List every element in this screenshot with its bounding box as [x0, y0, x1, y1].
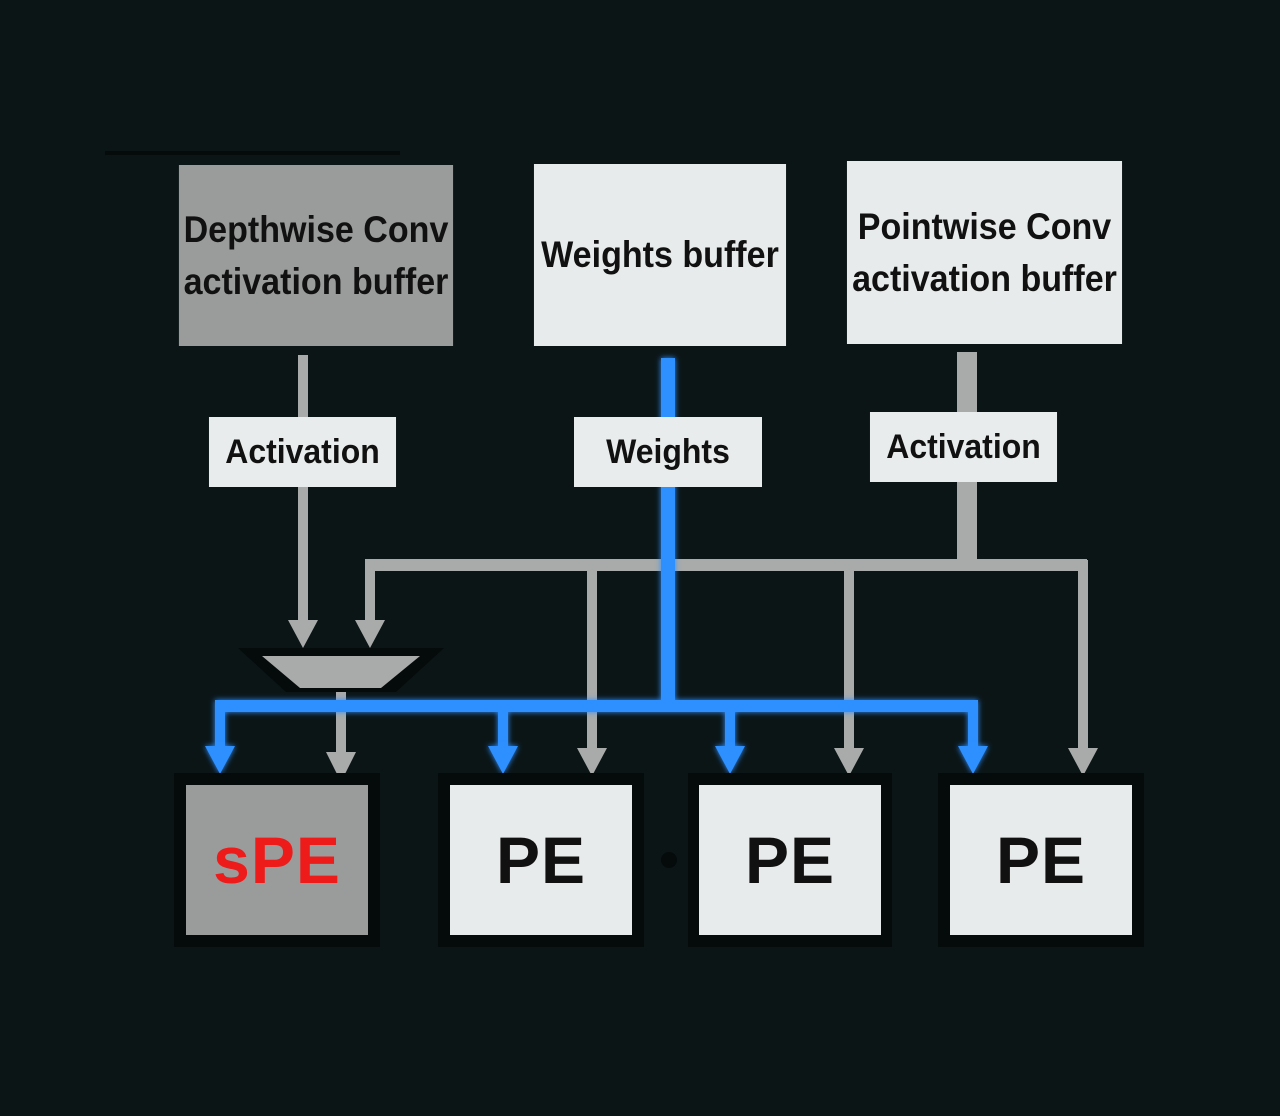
weights-buffer: Weights buffer: [533, 164, 787, 346]
pointwise-buffer-line1: Pointwise Conv: [857, 205, 1112, 247]
pe-box-1: PE: [450, 785, 632, 935]
label-right-activation: Activation: [869, 412, 1058, 482]
depthwise-buffer-line1: Depthwise Conv: [183, 208, 449, 250]
blue-arrowheads: [205, 746, 988, 774]
arrowhead-mux-a: [288, 620, 318, 648]
gray-arrowheads: [288, 620, 1098, 782]
arrowhead-pe1-gray: [577, 748, 607, 776]
arrowhead-spe-gray: [326, 752, 356, 782]
arrowhead-pe2-blue: [715, 746, 745, 774]
mux: [262, 656, 420, 688]
spe-box: sPE: [186, 785, 368, 935]
label-weights: Weights: [574, 417, 762, 487]
arrowhead-pe3-blue: [958, 746, 988, 774]
pointwise-buffer-line2: activation buffer: [852, 257, 1117, 299]
arrowhead-pe3-gray: [1068, 748, 1098, 776]
weights-buffer-line1: Weights buffer: [541, 234, 779, 275]
blue-wires: [215, 358, 978, 750]
arrowhead-mux-b: [355, 620, 385, 648]
separator-dot: [661, 852, 677, 868]
label-left-activation: Activation: [208, 417, 397, 487]
depthwise-buffer-line2: activation buffer: [183, 260, 449, 302]
pe-box-3: PE: [950, 785, 1132, 935]
pe-box-2: PE: [699, 785, 881, 935]
arrowhead-pe1-blue: [488, 746, 518, 774]
arrowhead-pe2-gray: [834, 748, 864, 776]
pointwise-buffer: Pointwise Conv activation buffer: [846, 161, 1123, 344]
arrowhead-spe-blue: [205, 746, 235, 774]
depthwise-buffer: Depthwise Conv activation buffer: [178, 165, 454, 346]
